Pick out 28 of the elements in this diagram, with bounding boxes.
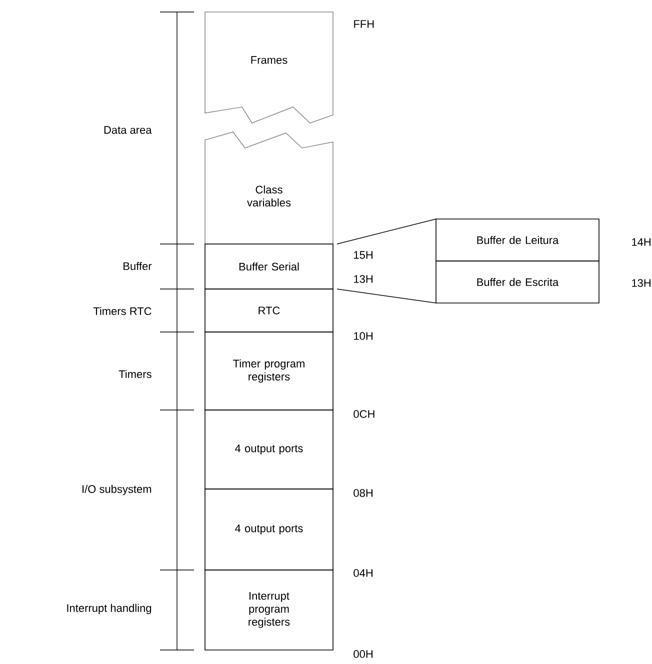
side-label: Interrupt handling bbox=[67, 604, 152, 614]
side-label: 13H bbox=[632, 279, 650, 287]
leader-line bbox=[336, 288, 436, 304]
memory-cell: Interrupt program registers bbox=[204, 570, 334, 650]
side-label: 0CH bbox=[354, 410, 374, 418]
side-label: 13H bbox=[354, 275, 372, 283]
memory-cell: Buffer de Leitura bbox=[436, 218, 600, 262]
side-label: Timers RTC bbox=[93, 306, 152, 316]
side-label: 15H bbox=[354, 251, 372, 259]
side-label: 04H bbox=[354, 569, 372, 577]
side-label: Data area bbox=[104, 126, 152, 134]
memory-cell: 4 output ports bbox=[204, 410, 334, 490]
side-label: 08H bbox=[354, 489, 372, 497]
side-label: 00H bbox=[354, 650, 372, 658]
memory-cell: 4 output ports bbox=[204, 488, 334, 570]
side-label: Buffer bbox=[124, 262, 152, 270]
side-label: FFH bbox=[354, 20, 374, 28]
side-label: I/O subsystem bbox=[82, 484, 152, 496]
memory-cell: Timer program registers bbox=[204, 332, 334, 410]
memory-cell: RTC bbox=[204, 288, 334, 332]
leader-line bbox=[336, 218, 436, 244]
memory-block: Class variables bbox=[204, 132, 334, 244]
memory-cell: Buffer de Escrita bbox=[436, 260, 600, 304]
side-label: 10H bbox=[354, 332, 372, 340]
side-label: Timers bbox=[118, 370, 152, 378]
memory-block: Frames bbox=[204, 12, 334, 124]
memory-cell: Buffer Serial bbox=[204, 244, 334, 290]
side-label: 14H bbox=[632, 238, 650, 246]
